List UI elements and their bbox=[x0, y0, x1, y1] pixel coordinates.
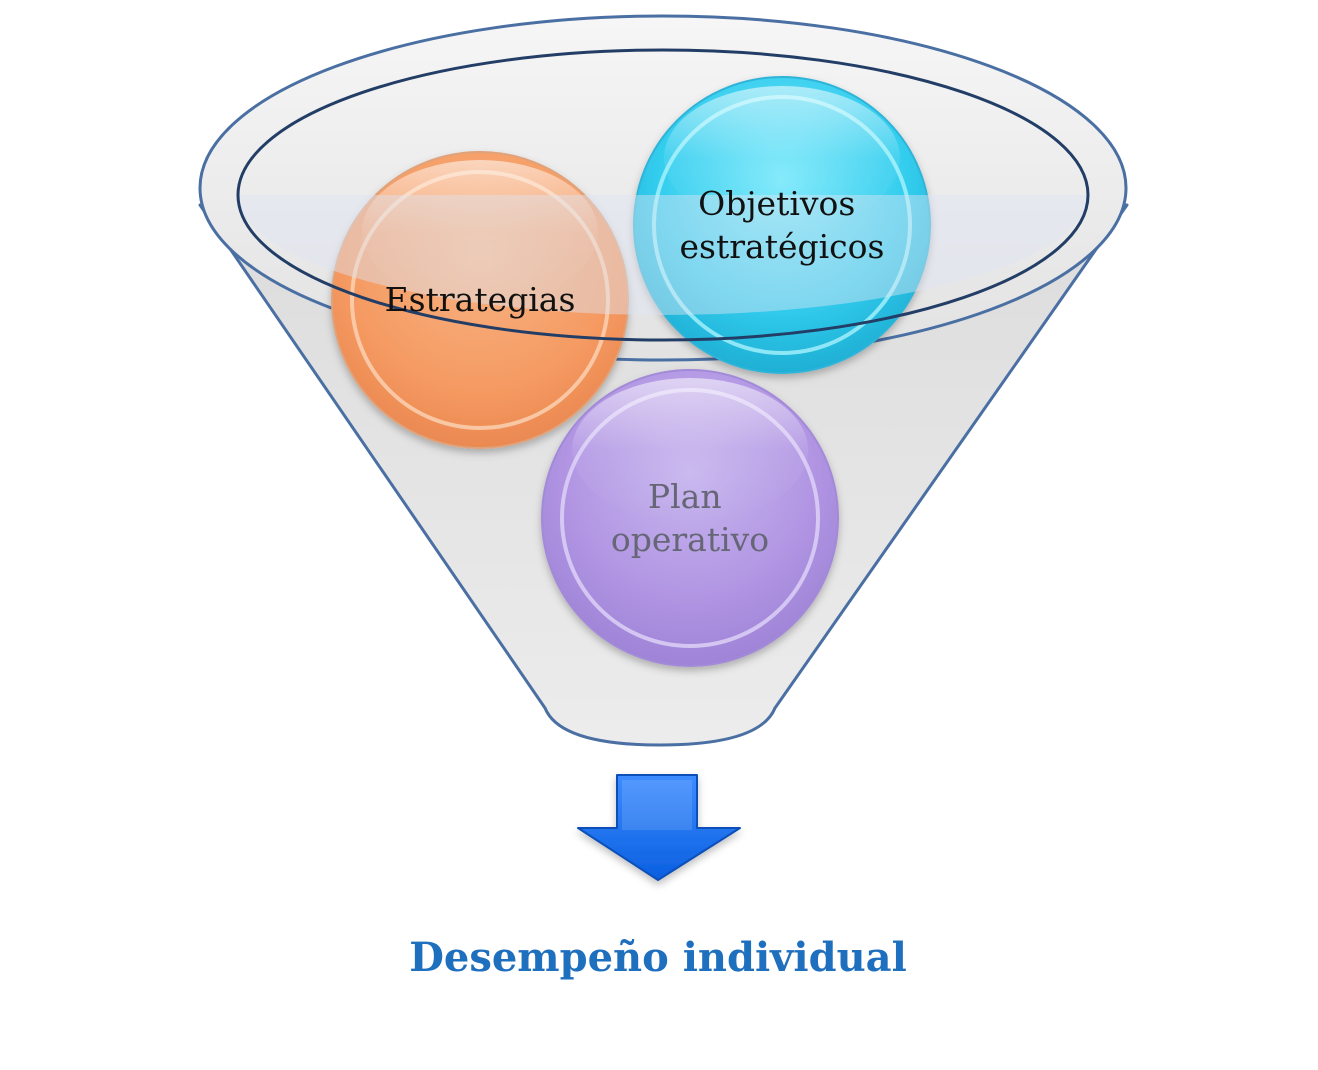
rim-lower-tint bbox=[238, 195, 1088, 315]
circle-estrategias bbox=[331, 151, 629, 449]
result-label: Desempeño individual bbox=[409, 934, 907, 981]
label-objetivos: Objetivos estratégicos bbox=[680, 184, 885, 266]
rim-ellipse bbox=[236, 48, 1090, 342]
label-plan: Plan operativo bbox=[611, 477, 769, 559]
label-estrategias: Estrategias bbox=[385, 280, 576, 319]
down-arrow-icon bbox=[577, 774, 741, 881]
circle-objetivos bbox=[633, 76, 931, 374]
funnel-rim bbox=[236, 48, 1090, 342]
circle-plan bbox=[541, 369, 839, 667]
